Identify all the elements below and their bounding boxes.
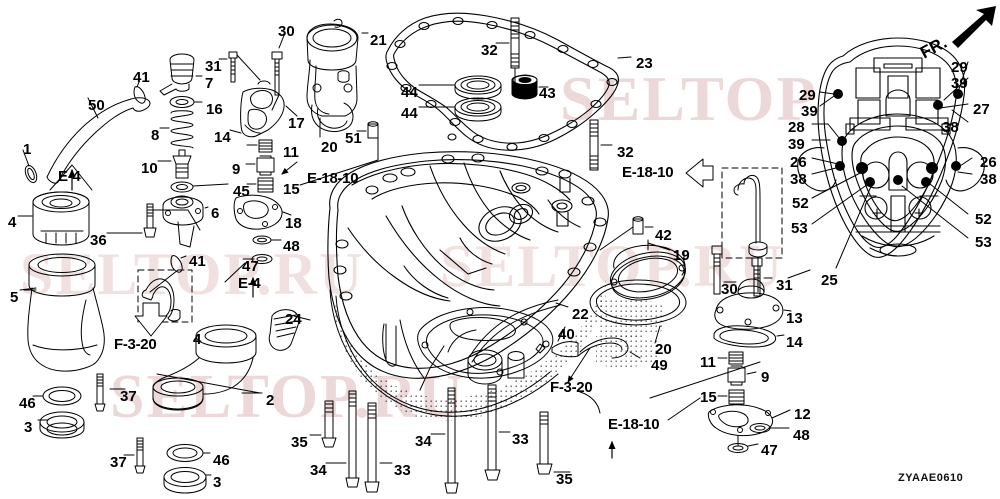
callout-number[interactable]: 47 [242, 258, 259, 275]
section-ref-e1810-1[interactable]: E-18-10 [307, 170, 359, 187]
callout-number[interactable]: 3 [24, 419, 33, 436]
drawing-code: ZYAAE0610 [898, 472, 964, 484]
callout-number[interactable]: 35 [556, 471, 573, 488]
callout-number[interactable]: 39 [951, 75, 968, 92]
callout-number[interactable]: 14 [786, 334, 803, 351]
callout-number[interactable]: 47 [761, 442, 778, 459]
callout-number[interactable]: 34 [415, 433, 432, 450]
callout-number[interactable]: 26 [980, 154, 997, 171]
callout-number[interactable]: 11 [283, 144, 299, 161]
callout-number[interactable]: 45 [233, 183, 250, 200]
callout-number[interactable]: 30 [721, 281, 738, 298]
callout-number[interactable]: 38 [942, 119, 959, 136]
callout-number[interactable]: 48 [793, 427, 810, 444]
callout-number[interactable]: 5 [10, 289, 19, 306]
section-ref-e1810-3[interactable]: E-18-10 [608, 416, 660, 433]
callout-number[interactable]: 4 [8, 214, 17, 231]
callout-number[interactable]: 11 [700, 354, 716, 371]
callout-number[interactable]: 41 [133, 69, 150, 86]
callout-number[interactable]: 38 [790, 171, 807, 188]
callout-number[interactable]: 21 [370, 32, 387, 49]
callout-number[interactable]: 20 [655, 341, 672, 358]
callout-number[interactable]: 16 [206, 101, 223, 118]
callout-number[interactable]: 29 [951, 59, 968, 76]
section-ref-f320-1[interactable]: F-3-20 [114, 336, 157, 353]
callout-number[interactable]: 15 [283, 181, 300, 198]
callout-number[interactable]: 13 [786, 310, 803, 327]
callout-number[interactable]: 43 [539, 85, 556, 102]
callout-number[interactable]: 49 [651, 357, 668, 374]
callout-number[interactable]: 29 [799, 87, 816, 104]
callout-number[interactable]: 31 [205, 58, 222, 75]
callout-number[interactable]: 38 [980, 171, 997, 188]
callout-number[interactable]: 44 [401, 105, 418, 122]
callout-number[interactable]: 31 [776, 277, 793, 294]
callout-number[interactable]: 46 [213, 452, 230, 469]
callout-number[interactable]: 28 [788, 119, 805, 136]
callout-number[interactable]: 6 [211, 205, 220, 222]
callout-number[interactable]: 33 [394, 462, 411, 479]
callout-number[interactable]: 7 [205, 75, 214, 92]
callout-number[interactable]: 42 [655, 227, 672, 244]
callout-number[interactable]: 50 [88, 97, 105, 114]
callout-number[interactable]: 32 [617, 144, 634, 161]
callout-number[interactable]: 9 [232, 161, 241, 178]
callout-number[interactable]: 22 [572, 306, 589, 323]
callout-number[interactable]: 19 [673, 247, 690, 264]
callout-number[interactable]: 18 [285, 215, 302, 232]
callout-number[interactable]: 53 [975, 234, 992, 251]
callout-number[interactable]: 25 [821, 272, 838, 289]
callout-number[interactable]: 30 [278, 23, 295, 40]
section-ref-e1810-2[interactable]: E-18-10 [622, 164, 674, 181]
callout-number[interactable]: 14 [214, 129, 231, 146]
callout-number[interactable]: 24 [285, 311, 302, 328]
callout-number[interactable]: 4 [193, 331, 202, 348]
callout-number[interactable]: 26 [790, 154, 807, 171]
callout-number[interactable]: 39 [788, 136, 805, 153]
section-ref-e4-2[interactable]: E-4 [238, 275, 261, 292]
callout-number[interactable]: 9 [761, 369, 770, 386]
callout-number[interactable]: 44 [401, 84, 418, 101]
callout-number[interactable]: 41 [189, 253, 206, 270]
callout-number[interactable]: 48 [283, 238, 300, 255]
callout-number[interactable]: 37 [120, 388, 137, 405]
callout-number[interactable]: 27 [973, 101, 990, 118]
callout-number[interactable]: 35 [291, 434, 308, 451]
callout-number[interactable]: 15 [700, 389, 717, 406]
callout-number[interactable]: 33 [512, 431, 529, 448]
callout-number[interactable]: 52 [792, 195, 809, 212]
section-ref-e4-1[interactable]: E-4 [58, 168, 81, 185]
callout-number[interactable]: 23 [636, 55, 653, 72]
section-ref-f320-2[interactable]: F-3-20 [550, 379, 593, 396]
callout-number[interactable]: 52 [975, 211, 992, 228]
callout-number[interactable]: 12 [794, 406, 811, 423]
callout-number[interactable]: 32 [481, 42, 498, 59]
callout-number[interactable]: 37 [110, 454, 127, 471]
callout-number[interactable]: 2 [266, 392, 275, 409]
callout-number[interactable]: 10 [141, 160, 158, 177]
callout-number[interactable]: 36 [90, 232, 107, 249]
callout-number[interactable]: 53 [791, 220, 808, 237]
callout-number[interactable]: 3 [213, 474, 222, 491]
callout-number[interactable]: 34 [310, 462, 327, 479]
callout-number[interactable]: 17 [288, 115, 305, 132]
callout-number[interactable]: 8 [151, 127, 160, 144]
callout-number[interactable]: 40 [558, 326, 575, 343]
callout-number[interactable]: 51 [345, 130, 362, 147]
callout-number[interactable]: 39 [801, 103, 818, 120]
callout-number[interactable]: 46 [19, 395, 36, 412]
callout-number[interactable]: 20 [321, 139, 338, 156]
callout-number[interactable]: 1 [23, 141, 32, 158]
